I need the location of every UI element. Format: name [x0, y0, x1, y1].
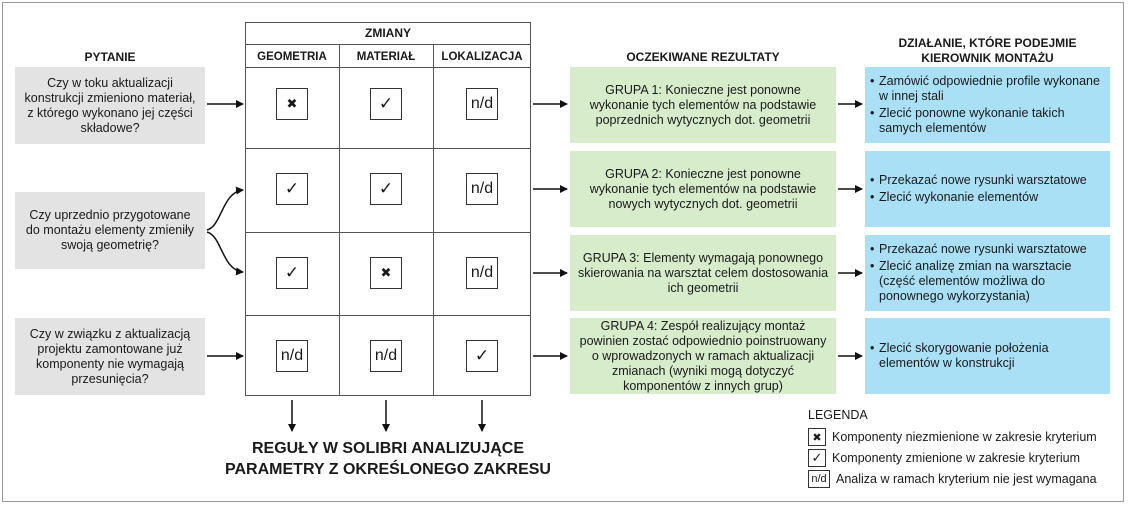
group-text: GRUPA 1: Konieczne jest ponowne wykonani…	[589, 82, 817, 127]
header-geometry: GEOMETRIA	[257, 51, 327, 63]
checkmark-icon: ✓	[808, 449, 826, 467]
cell-row1-material: ✓	[370, 88, 402, 120]
action-item: Zamówić odpowiednie profile wykonane w i…	[870, 74, 1104, 104]
grid-line	[433, 44, 434, 395]
action-box-3: Przekazać nowe rysunki warsztatowe Zleci…	[865, 235, 1110, 311]
action-item: Przekazać nowe rysunki warsztatowe	[870, 242, 1104, 257]
grid-line	[246, 67, 530, 68]
group-box-2: GRUPA 2: Konieczne jest ponowne wykonani…	[570, 151, 836, 227]
grid-line	[246, 315, 530, 316]
question-box-material: Czy w toku aktualizacji konstrukcji zmie…	[15, 67, 205, 144]
header-action-line2: KIEROWNIK MONTAŻU	[921, 51, 1054, 65]
grid-line	[246, 232, 530, 233]
conclusion-line2: PARAMETRY Z OKREŚLONEGO ZAKRESU	[225, 461, 551, 478]
grid-line	[246, 44, 530, 45]
nd-icon: n/d	[808, 470, 830, 488]
group-box-3: GRUPA 3: Elementy wymagają ponownego ski…	[570, 235, 836, 311]
legend-label: Komponenty zmienione w zakresie kryteriu…	[832, 451, 1081, 465]
header-question: PYTANIE	[84, 50, 136, 64]
cell-row3-geometry: ✓	[276, 257, 308, 289]
changes-grid	[245, 22, 531, 396]
question-box-geometry: Czy uprzednio przygotowane do montażu el…	[15, 192, 205, 269]
question-box-location: Czy w związku z aktualizacją projektu za…	[15, 318, 205, 395]
arrow-q2-up	[206, 186, 244, 231]
group-box-1: GRUPA 1: Konieczne jest ponowne wykonani…	[570, 67, 836, 143]
header-changes: ZMIANY	[365, 26, 411, 40]
group-text: GRUPA 2: Konieczne jest ponowne wykonani…	[589, 166, 817, 211]
header-location: LOKALIZACJA	[441, 51, 523, 63]
action-box-4: Zlecić skorygowanie położenia elementów …	[865, 318, 1110, 394]
header-action-line1: DZIAŁANIE, KTÓRE PODEJMIE	[898, 36, 1077, 50]
group-text: GRUPA 3: Elementy wymagają ponownego ski…	[577, 250, 829, 295]
cell-row4-geometry: n/d	[276, 340, 308, 372]
cell-row3-material: ✖	[370, 257, 402, 289]
action-item: Zlecić ponowne wykonanie takich samych e…	[870, 106, 1104, 136]
grid-line	[246, 148, 530, 149]
header-material: MATERIAŁ	[356, 51, 416, 63]
cell-row3-location: n/d	[466, 257, 498, 289]
action-item: Przekazać nowe rysunki warsztatowe	[870, 173, 1104, 188]
legend-row-nd: n/d Analiza w ramach kryterium nie jest …	[808, 470, 1097, 488]
cell-row2-location: n/d	[466, 173, 498, 205]
header-results: OCZEKIWANE REZULTATY	[626, 50, 780, 64]
cell-row4-material: n/d	[370, 340, 402, 372]
action-box-2: Przekazać nowe rysunki warsztatowe Zleci…	[865, 151, 1110, 227]
legend-label: Analiza w ramach kryterium nie jest wyma…	[836, 472, 1097, 486]
question-text: Czy uprzednio przygotowane do montażu el…	[25, 208, 195, 252]
legend-row-unchanged: ✖ Komponenty niezmienione w zakresie kry…	[808, 428, 1097, 446]
legend-title: LEGENDA	[808, 408, 868, 422]
arrow-q2-down	[206, 231, 244, 276]
legend-label: Komponenty niezmienione w zakresie kryte…	[832, 430, 1097, 444]
action-item: Zlecić skorygowanie położenia elementów …	[870, 341, 1104, 371]
cell-row1-location: n/d	[466, 88, 498, 120]
action-item: Zlecić wykonanie elementów	[870, 190, 1104, 205]
conclusion-text: REGUŁY W SOLIBRI ANALIZUJĄCE PARAMETRY Z…	[210, 438, 566, 480]
cell-row2-material: ✓	[370, 173, 402, 205]
legend-row-changed: ✓ Komponenty zmienione w zakresie kryter…	[808, 449, 1080, 467]
header-action: DZIAŁANIE, KTÓRE PODEJMIE KIEROWNIK MONT…	[865, 36, 1110, 66]
cross-icon: ✖	[808, 428, 826, 446]
action-item: Zlecić analizę zmian na warsztacie (częś…	[870, 259, 1104, 304]
conclusion-line1: REGUŁY W SOLIBRI ANALIZUJĄCE	[251, 440, 524, 457]
group-box-4: GRUPA 4: Zespół realizujący montaż powin…	[570, 318, 836, 394]
action-box-1: Zamówić odpowiednie profile wykonane w i…	[865, 67, 1110, 143]
grid-line	[339, 44, 340, 395]
cell-row1-geometry: ✖	[276, 88, 308, 120]
question-text: Czy w toku aktualizacji konstrukcji zmie…	[24, 75, 196, 135]
group-text: GRUPA 4: Zespół realizujący montaż powin…	[579, 318, 827, 393]
cell-row4-location: ✓	[466, 340, 498, 372]
question-text: Czy w związku z aktualizacją projektu za…	[29, 326, 191, 386]
cell-row2-geometry: ✓	[276, 173, 308, 205]
